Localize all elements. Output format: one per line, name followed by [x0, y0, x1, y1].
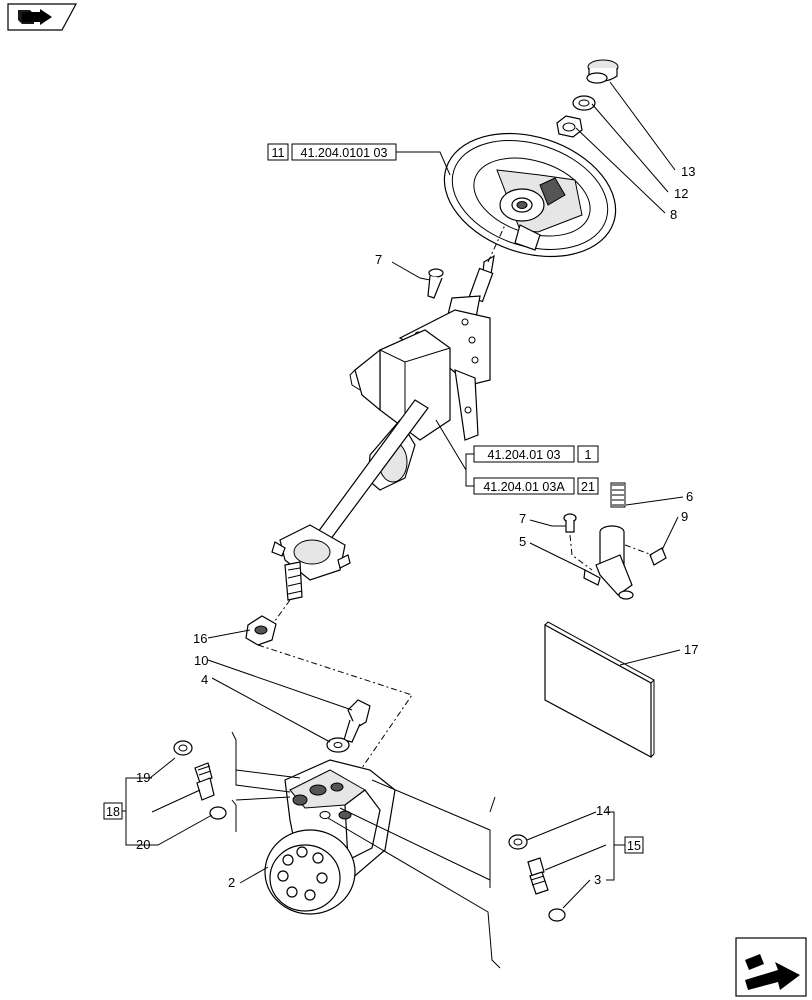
bolt-7-upper — [427, 268, 444, 299]
washer-4 — [326, 737, 350, 753]
decal-17 — [544, 621, 655, 759]
next-page-arrow-icon[interactable] — [735, 937, 807, 997]
steering-unit-2 — [264, 759, 396, 915]
cap-13 — [586, 59, 619, 84]
callout-9: 9 — [681, 509, 688, 524]
bracket-15[interactable]: 15 — [606, 811, 644, 881]
callout-12: 12 — [674, 186, 688, 201]
coupling-16 — [245, 615, 277, 646]
callout-19: 19 — [136, 770, 150, 785]
callout-18-label: 18 — [106, 805, 120, 819]
steering-wheel — [443, 132, 617, 258]
oring-3 — [548, 908, 566, 922]
callout-3: 3 — [594, 872, 601, 887]
spring-6 — [610, 482, 626, 508]
column-ref-a-code: 41.204.01 03 — [488, 448, 561, 462]
wheel-ref-num: 11 — [272, 146, 285, 160]
callout-16: 16 — [193, 631, 207, 646]
switch-body-5 — [583, 525, 634, 600]
fitting-18 — [194, 762, 215, 801]
column-reference-b[interactable]: 41.204.01 03A 21 — [473, 477, 599, 495]
column-ref-b-num: 21 — [581, 480, 595, 494]
book-arrow-icon[interactable] — [7, 3, 78, 31]
callout-13: 13 — [681, 164, 695, 179]
bracket-18[interactable]: 18 — [103, 777, 134, 846]
washer-14 — [508, 834, 528, 850]
callout-6: 6 — [686, 489, 693, 504]
pin-9 — [649, 547, 667, 566]
washer-12 — [572, 95, 596, 111]
fitting-15 — [527, 857, 549, 895]
bolt-7-lower — [563, 513, 577, 533]
callout-4: 4 — [201, 672, 208, 687]
wheel-ref-code: 41.204.0101 03 — [301, 146, 388, 160]
callout-8: 8 — [670, 207, 677, 222]
callout-10: 10 — [194, 653, 208, 668]
callout-14: 14 — [596, 803, 610, 818]
washer-19 — [173, 740, 193, 756]
callout-15-label: 15 — [627, 839, 641, 853]
callout-7-upper: 7 — [375, 252, 382, 267]
callout-7-lower: 7 — [519, 511, 526, 526]
wheel-reference[interactable]: 11 41.204.0101 03 — [267, 143, 451, 176]
steering-column — [271, 254, 495, 601]
callout-20: 20 — [136, 837, 150, 852]
column-ref-a-num: 1 — [585, 448, 592, 462]
callout-17: 17 — [684, 642, 698, 657]
column-reference-a[interactable]: 41.204.01 03 1 — [473, 445, 599, 463]
bolt-10 — [343, 699, 371, 743]
callout-5: 5 — [519, 534, 526, 549]
oring-20 — [209, 806, 227, 820]
callout-2: 2 — [228, 875, 235, 890]
column-ref-b-code: 41.204.01 03A — [483, 480, 565, 494]
nut-8 — [556, 115, 583, 138]
